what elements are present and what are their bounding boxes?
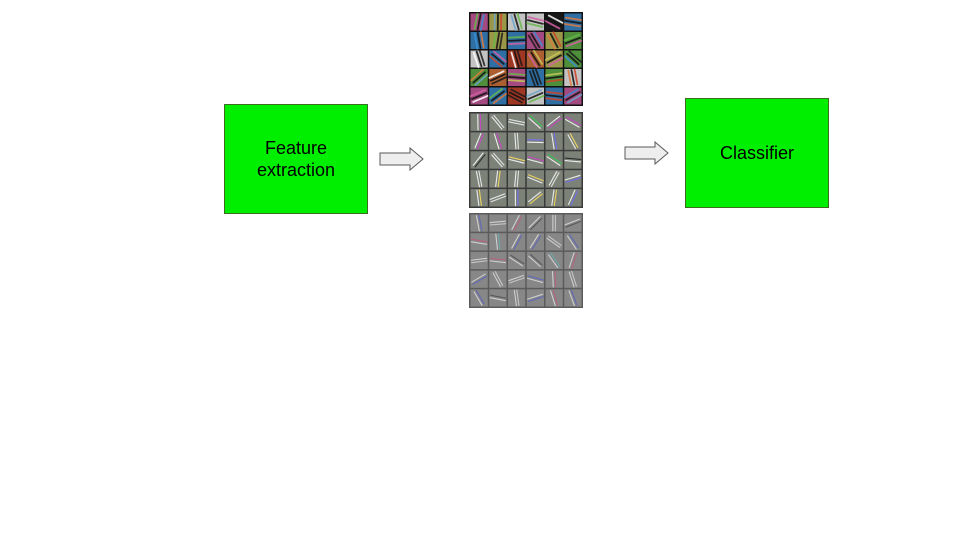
filter-cell (508, 289, 526, 307)
filter-cell (489, 214, 507, 232)
filter-cell (488, 87, 507, 105)
filter-cell (545, 132, 563, 150)
filter-cell (470, 49, 488, 69)
filter-cell (507, 69, 526, 86)
filter-cell (544, 13, 564, 31)
filter-cell (508, 170, 526, 188)
filter-cell (526, 251, 544, 270)
feature-extraction-box: Feature extraction (224, 104, 368, 214)
filter-cell (508, 233, 526, 251)
filter-cell (489, 113, 507, 131)
filter-cell (489, 13, 507, 31)
arrow-right-icon (379, 147, 424, 171)
filter-cell (545, 289, 563, 307)
filter-cell (470, 151, 488, 169)
filter-cell (526, 49, 544, 69)
filter-cell (508, 132, 526, 150)
filter-cell (526, 189, 544, 207)
filter-cell (526, 13, 545, 31)
filter-cell (508, 113, 526, 131)
filter-cell (545, 270, 563, 288)
filter-cell (508, 151, 526, 169)
filter-cell (564, 270, 582, 288)
filter-cell (470, 113, 488, 131)
filter-cell (470, 132, 488, 150)
filter-cell (545, 189, 563, 207)
filter-cell (545, 214, 563, 232)
filter-cell (470, 289, 488, 307)
filter-cell (564, 170, 582, 188)
filter-cell (508, 189, 526, 207)
filter-cell (545, 31, 563, 50)
layer-3-filters (469, 213, 583, 308)
filter-cell (526, 31, 544, 50)
filter-cell (470, 251, 488, 270)
filter-cell (526, 233, 544, 251)
filter-cell (507, 32, 526, 49)
filter-cell (564, 113, 582, 131)
filter-cell (489, 31, 507, 50)
filter-cell (470, 270, 488, 288)
filter-cell (489, 251, 507, 270)
filter-cell (545, 113, 563, 131)
filter-cell (470, 170, 488, 188)
filter-cell (545, 151, 563, 169)
filter-cell (489, 132, 507, 150)
classifier-label: Classifier (719, 143, 794, 163)
filter-cell (489, 233, 507, 251)
filter-cell (564, 214, 582, 232)
filter-cell (470, 214, 488, 232)
filter-cell (545, 170, 563, 188)
filter-cell (526, 270, 544, 288)
filter-cell (563, 32, 583, 49)
filter-cell (564, 68, 582, 87)
arrow-right-icon (624, 141, 669, 165)
filter-cell (488, 50, 507, 68)
feature-extraction-label: Feature extraction (256, 138, 336, 180)
filter-cell (526, 113, 544, 131)
filter-cell (489, 189, 507, 207)
filter-cell (563, 87, 583, 105)
filter-cell (545, 87, 564, 105)
filter-cell (508, 270, 526, 288)
filter-cell (489, 151, 507, 169)
filter-cell (563, 13, 582, 31)
filter-cell (470, 12, 488, 32)
filter-cell (489, 289, 507, 307)
filter-cell (526, 214, 544, 232)
filter-cell (564, 289, 582, 307)
filter-cell (488, 69, 508, 86)
filter-cell (508, 251, 526, 270)
filter-cell (526, 151, 544, 169)
filter-cell (470, 31, 488, 50)
filter-cell (508, 12, 526, 32)
filter-cell (545, 69, 564, 86)
filter-cell (469, 87, 489, 105)
filter-cell (526, 132, 544, 150)
layer-2-filters (469, 112, 583, 208)
filter-cell (507, 87, 526, 105)
filter-cell (526, 289, 544, 307)
filter-cell (470, 189, 488, 207)
filter-cell (564, 233, 582, 251)
filter-cell (508, 49, 526, 69)
filter-cell (545, 233, 563, 251)
filter-cell (508, 214, 526, 232)
filter-cell (544, 50, 564, 68)
filter-cell (470, 69, 488, 86)
classifier-box: Classifier (685, 98, 829, 208)
filter-cell (564, 151, 582, 169)
filter-cell (526, 170, 544, 188)
filter-cell (545, 251, 563, 270)
filter-cell (526, 87, 545, 105)
layer-1-filters (469, 12, 583, 106)
filter-cell (564, 132, 582, 150)
filter-cell (564, 189, 582, 207)
filter-cell (564, 251, 582, 270)
filter-cell (489, 270, 507, 288)
filter-cell (564, 50, 582, 68)
filter-cell (470, 233, 488, 251)
filter-cell (526, 68, 544, 87)
filter-cell (489, 170, 507, 188)
